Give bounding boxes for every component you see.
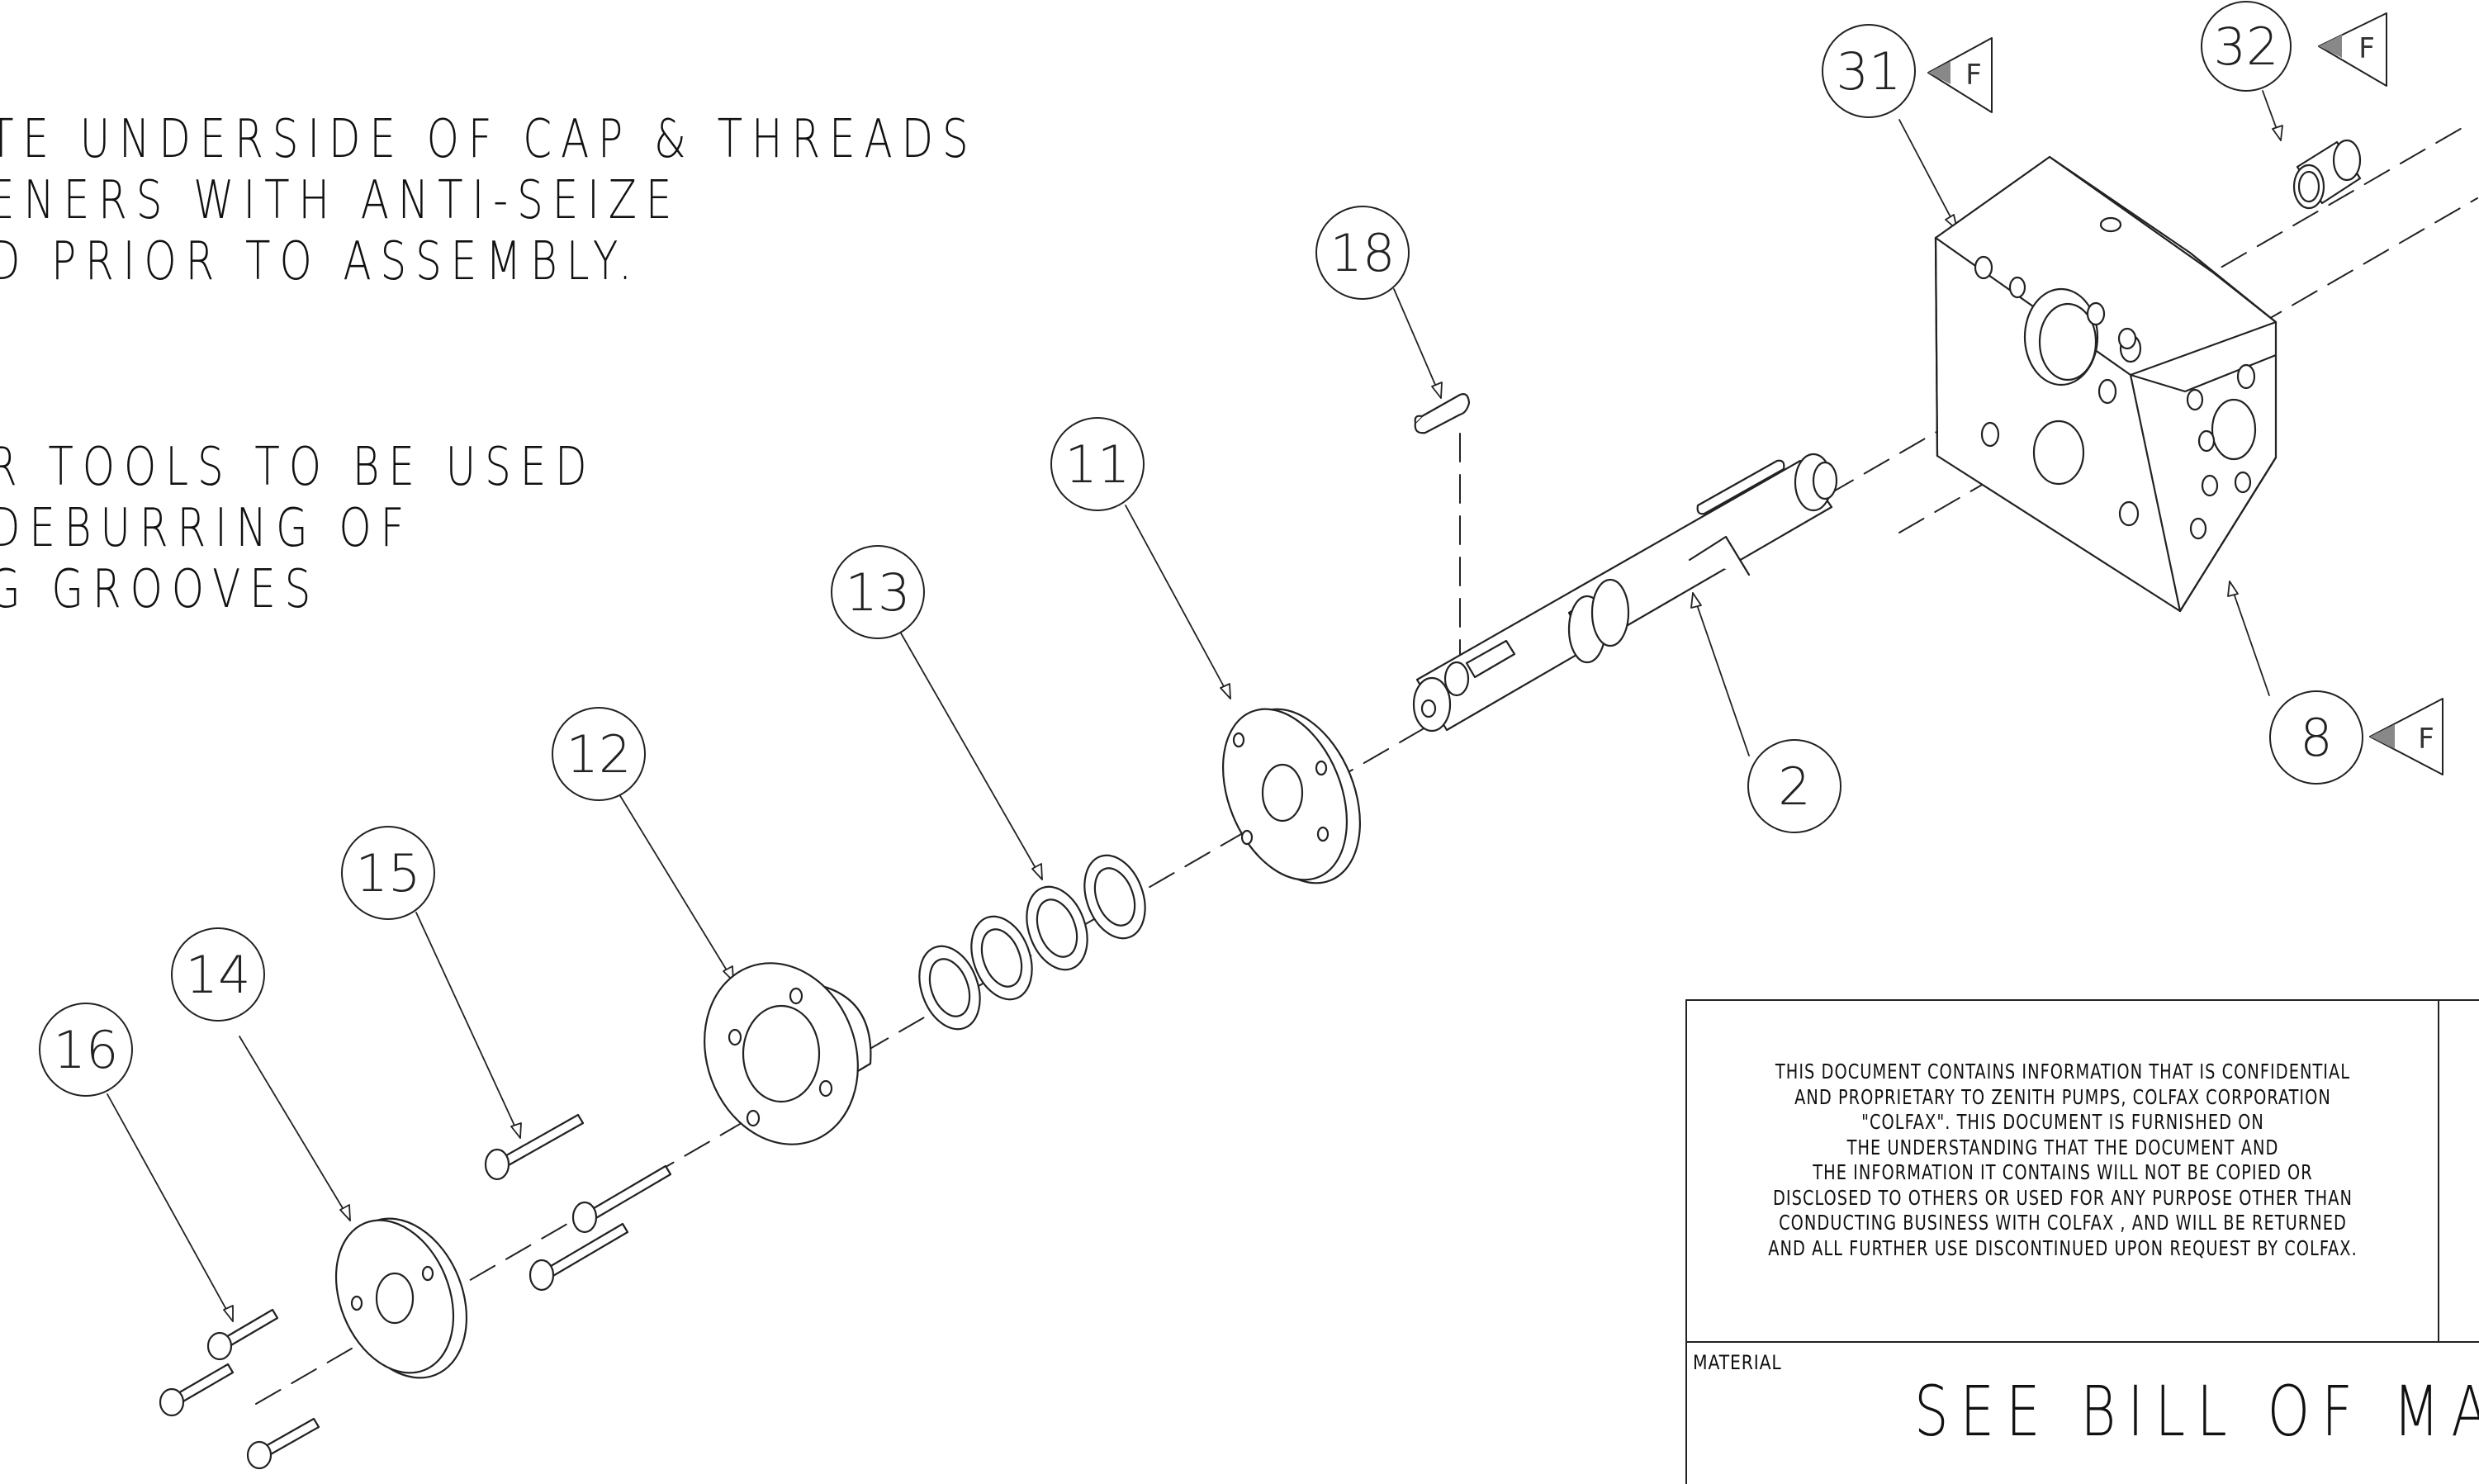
balloon-31: 31 F <box>1822 24 1993 118</box>
svg-text:18: 18 <box>1330 223 1396 283</box>
notice-line: THE INFORMATION IT CONTAINS WILL NOT BE … <box>1813 1160 2313 1184</box>
seal <box>1083 854 1146 940</box>
svg-text:14: 14 <box>186 945 251 1005</box>
balloon-12: 12 <box>552 707 646 801</box>
svg-text:15: 15 <box>356 843 421 903</box>
notice-line: THE UNDERSTANDING THAT THE DOCUMENT AND <box>1846 1135 2279 1159</box>
screw <box>571 1164 672 1234</box>
part-2-shaft <box>1412 453 1838 733</box>
screw <box>484 1113 585 1181</box>
note-line: D PRIOR TO ASSEMBLY. <box>0 231 641 292</box>
balloon-13: 13 <box>831 545 925 639</box>
svg-text:11: 11 <box>1065 434 1130 495</box>
note-line: ENERS WITH ANTI-SEIZE <box>0 170 681 231</box>
note-line: R TOOLS TO BE USED <box>0 437 596 498</box>
flag-label: F <box>1965 59 1982 92</box>
svg-text:13: 13 <box>846 562 911 623</box>
part-15-screws <box>484 1113 672 1292</box>
balloon-11: 11 <box>1050 417 1145 511</box>
notice-line: THIS DOCUMENT CONTAINS INFORMATION THAT … <box>1775 1060 2351 1083</box>
balloon-8: 8 F <box>2269 690 2443 785</box>
material-value: SEE BILL OF MAT <box>1914 1371 2479 1452</box>
balloon-2: 2 <box>1747 739 1841 833</box>
balloon-18: 18 <box>1315 206 1410 300</box>
part-32-bushing <box>2292 139 2362 210</box>
svg-text:16: 16 <box>54 1020 119 1080</box>
svg-text:12: 12 <box>566 724 632 785</box>
bolt <box>246 1417 320 1470</box>
part-11-plate <box>1221 708 1361 884</box>
notice-line: CONDUCTING BUSINESS WITH COLFAX , AND WI… <box>1779 1211 2347 1235</box>
part-18-key <box>1414 393 1471 434</box>
balloons: 31 F 32 F 18 11 13 12 <box>39 1 2443 1097</box>
flag-label: F <box>2358 32 2375 65</box>
note-line: G GROOVES <box>0 559 320 620</box>
part-31-housing <box>1934 155 2278 613</box>
screw <box>529 1222 629 1292</box>
bolt <box>159 1363 235 1417</box>
balloon-16: 16 <box>39 1003 133 1097</box>
note-line: TE UNDERSIDE OF CAP & THREADS <box>0 109 978 170</box>
svg-text:32: 32 <box>2214 17 2279 77</box>
flag-label: F <box>2418 723 2434 756</box>
part-12-collar <box>704 962 872 1145</box>
title-block-frame <box>1685 999 2479 1484</box>
seal <box>970 915 1033 1001</box>
svg-text:2: 2 <box>1778 756 1810 817</box>
balloon-32: 32 F <box>2201 1 2387 92</box>
seal <box>918 945 981 1031</box>
part-13-seals <box>918 854 1146 1031</box>
notice-line: AND ALL FURTHER USE DISCONTINUED UPON RE… <box>1768 1235 2358 1260</box>
balloon-15: 15 <box>341 826 435 920</box>
note-line: DEBURRING OF <box>0 498 414 559</box>
material-label: MATERIAL <box>1693 1351 1782 1374</box>
part-14-plate <box>334 1217 468 1379</box>
svg-text:8: 8 <box>2300 708 2332 768</box>
notice-line: AND PROPRIETARY TO ZENITH PUMPS, COLFAX … <box>1794 1084 2331 1109</box>
bolt <box>206 1308 279 1361</box>
svg-text:31: 31 <box>1837 41 1902 102</box>
notice-line: DISCLOSED TO OTHERS OR USED FOR ANY PURP… <box>1772 1185 2353 1210</box>
notice-line: "COLFAX". THIS DOCUMENT IS FURNISHED ON <box>1861 1110 2264 1134</box>
part-16-bolts <box>159 1308 320 1470</box>
seal <box>1026 885 1088 971</box>
confidentiality-notice: THIS DOCUMENT CONTAINS INFORMATION THAT … <box>1743 1060 2382 1261</box>
balloon-14: 14 <box>171 927 265 1022</box>
